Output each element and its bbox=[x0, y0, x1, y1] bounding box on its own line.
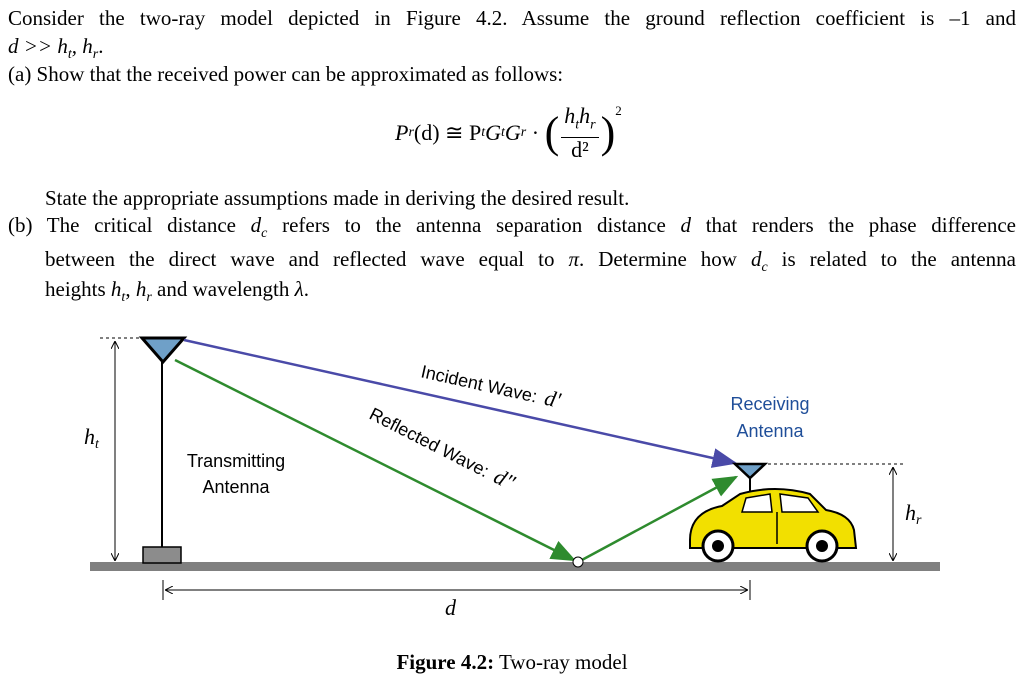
tx-label-1: Transmitting bbox=[187, 451, 285, 471]
period: . bbox=[98, 34, 104, 58]
reflection-point bbox=[572, 556, 584, 568]
incident-wave-line bbox=[183, 338, 738, 468]
incident-wave-label: Incident Wave:d' bbox=[419, 357, 563, 412]
figure-caption: Figure 4.2: Two-ray model bbox=[396, 650, 628, 674]
hr-var: , h bbox=[71, 34, 93, 58]
eq-fraction: hthr d² bbox=[561, 103, 599, 163]
part-b-line-1: (b) The critical distance dc refers to t… bbox=[8, 213, 1016, 242]
d-var: d >> h bbox=[8, 34, 68, 58]
eq-pr-sub: r bbox=[408, 125, 414, 140]
problem-line-1: Consider the two-ray model depicted in F… bbox=[8, 6, 1016, 30]
eq-power: 2 bbox=[615, 103, 622, 118]
eq-denominator: d² bbox=[571, 137, 589, 163]
reflected-wave-line-1 bbox=[174, 358, 577, 562]
rx-antenna-icon bbox=[731, 462, 769, 480]
eq-right-paren: ) bbox=[600, 108, 616, 157]
two-ray-figure: Incident Wave:d' Reflected Wave:d" Trans… bbox=[84, 336, 940, 620]
part-b-line-3: heights ht, hr and wavelength λ. bbox=[45, 277, 309, 306]
reflected-wave-line-2 bbox=[579, 475, 739, 563]
eq-left-paren: ( bbox=[544, 108, 560, 157]
hr-sub: r bbox=[92, 47, 99, 63]
ht-dimension bbox=[100, 337, 142, 560]
tx-antenna-icon bbox=[138, 336, 188, 365]
part-b-line-2: between the direct wave and reflected wa… bbox=[45, 247, 1016, 276]
eq-gt-sub: t bbox=[501, 125, 505, 140]
eq-numerator: hthr bbox=[561, 103, 599, 139]
ground bbox=[90, 562, 940, 571]
ht-sub: t bbox=[67, 47, 72, 63]
eq-gt: G bbox=[485, 120, 502, 145]
rx-label-2: Antenna bbox=[736, 421, 804, 441]
part-a-note: State the appropriate assumptions made i… bbox=[45, 186, 630, 210]
eq-pr: P bbox=[395, 120, 409, 145]
ht-label: ht bbox=[84, 424, 100, 452]
d-dimension bbox=[162, 580, 751, 600]
reflected-wave-label: Reflected Wave:d" bbox=[366, 400, 520, 495]
hr-label: hr bbox=[905, 500, 922, 528]
eq-dot: · bbox=[526, 120, 545, 145]
tx-label-2: Antenna bbox=[202, 477, 270, 497]
hr-dimension bbox=[768, 463, 905, 560]
eq-gr: G bbox=[504, 120, 521, 145]
eq-gr-sub: r bbox=[520, 125, 527, 140]
problem-line-2: d >> ht, hr. bbox=[8, 32, 1016, 69]
receiving-car bbox=[689, 462, 858, 563]
d-label: d bbox=[445, 595, 457, 620]
rx-label-1: Receiving bbox=[730, 394, 809, 414]
transmitting-antenna bbox=[138, 336, 188, 564]
eq-arg: (d) ≅ P bbox=[413, 120, 482, 145]
eq-pt-sub: t bbox=[481, 125, 486, 140]
part-a-text: (a) Show that the received power can be … bbox=[8, 62, 564, 86]
